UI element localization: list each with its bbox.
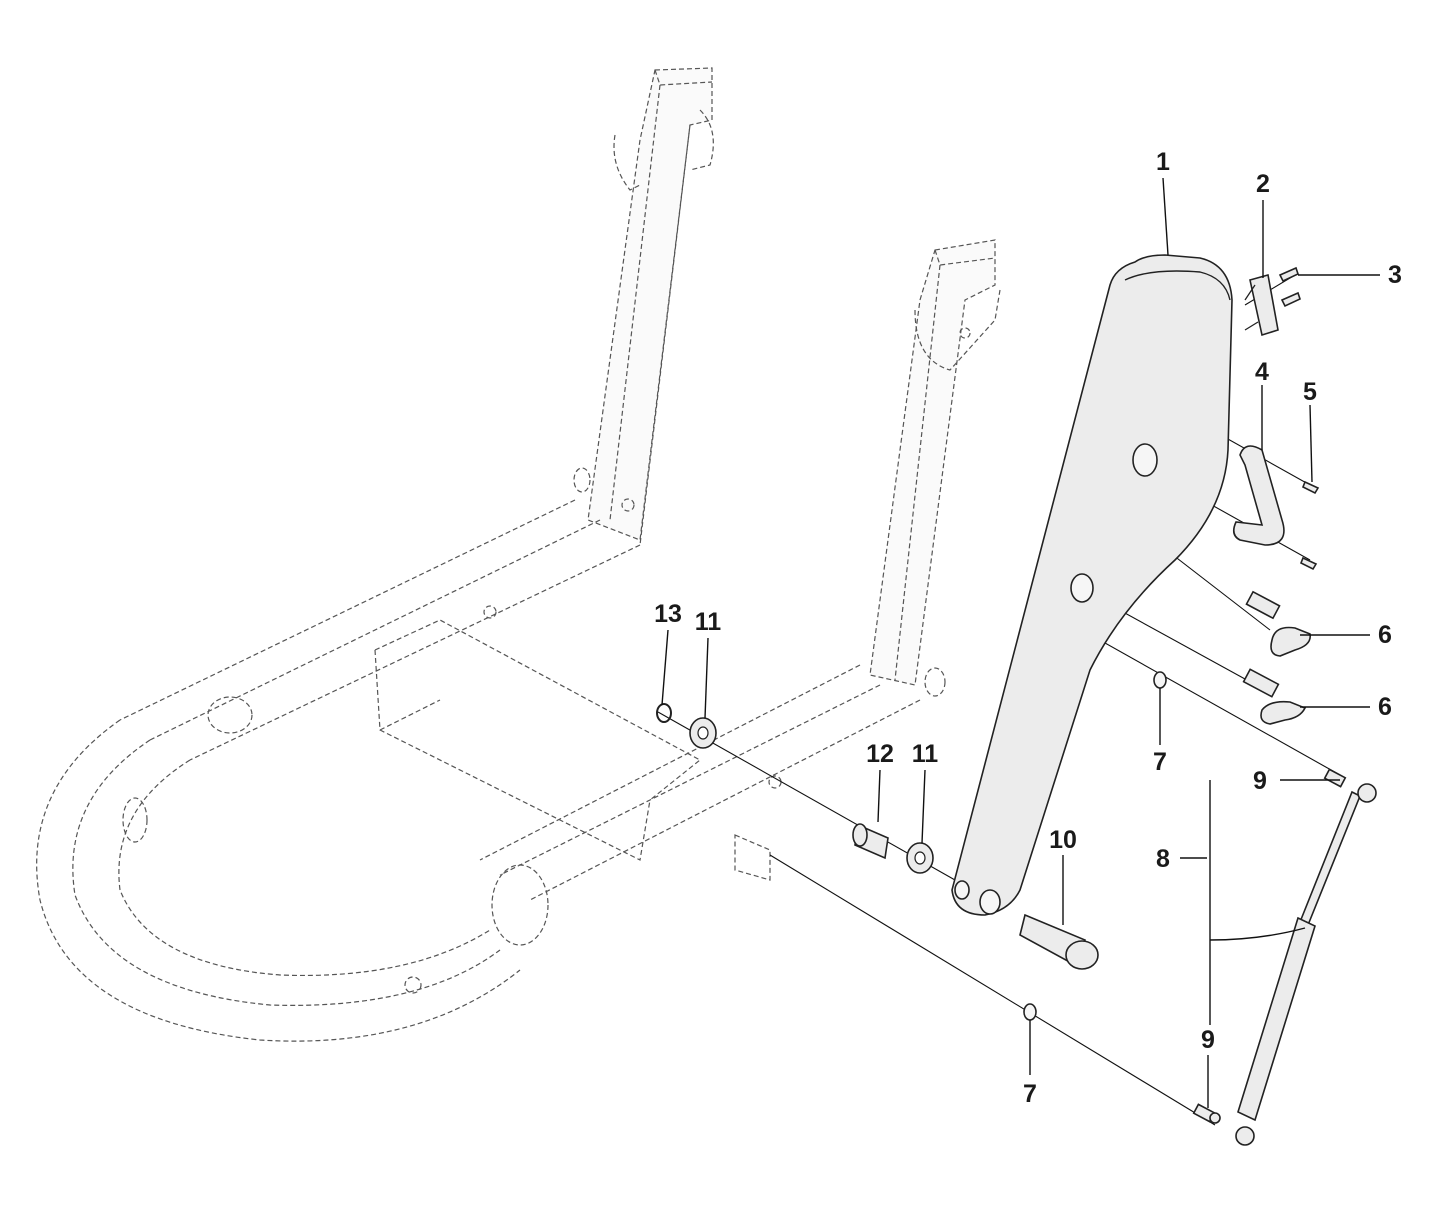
washer-lower: [1023, 1003, 1037, 1021]
frame-outline: [36, 67, 1001, 1042]
callout-5: 5: [1303, 378, 1317, 406]
lever-arm: [951, 254, 1233, 916]
assembly-axis-lines: [657, 274, 1341, 1126]
callout-3: 3: [1388, 261, 1402, 289]
callout-7-upper: 7: [1153, 748, 1167, 776]
callout-labels: 1 2 3 4 5 6 6 7 7 8 9 9 10 11 11 12 13: [654, 148, 1402, 1108]
leader-lines: [661, 177, 1380, 1108]
callout-6-lower: 6: [1378, 693, 1392, 721]
plate-screws: [1278, 266, 1301, 308]
bushing: [852, 823, 889, 860]
lock-pin-upper: [1245, 590, 1312, 657]
callout-10: 10: [1049, 826, 1077, 854]
lock-pin-lower: [1242, 668, 1307, 725]
callout-11-right: 11: [912, 740, 939, 768]
gas-spring: [1235, 783, 1377, 1146]
ball-stud-upper: [1323, 768, 1347, 788]
callout-11-left: 11: [695, 608, 722, 636]
ball-stud-lower: [1192, 1103, 1221, 1124]
callout-12: 12: [866, 740, 894, 768]
mounting-plate: [1244, 273, 1279, 337]
callout-7-lower: 7: [1023, 1080, 1037, 1108]
pivot-pin: [1019, 913, 1099, 970]
callout-9-upper: 9: [1253, 767, 1267, 795]
handle-screws: [1299, 480, 1320, 571]
callout-13: 13: [654, 600, 682, 628]
handle: [1232, 445, 1285, 546]
callout-4: 4: [1255, 358, 1269, 386]
callout-9-lower: 9: [1201, 1026, 1215, 1054]
callout-2: 2: [1256, 170, 1270, 198]
callout-8: 8: [1156, 845, 1170, 873]
washer-upper: [1153, 671, 1167, 689]
circlip: [656, 703, 672, 723]
flat-washer-right: [906, 842, 934, 874]
flat-washer-left: [689, 717, 717, 749]
callout-1: 1: [1156, 148, 1170, 176]
callout-6-upper: 6: [1378, 621, 1392, 649]
